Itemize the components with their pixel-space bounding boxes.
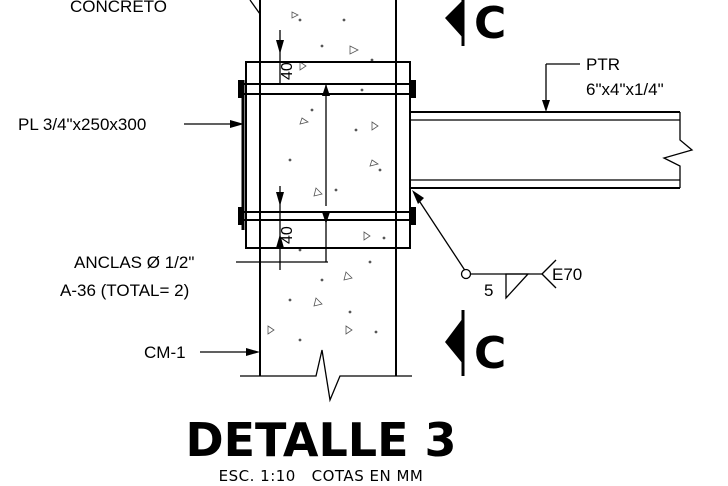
dimension-bottom: 40 <box>276 186 330 270</box>
label-ptr-1: PTR <box>586 55 620 74</box>
leader-ptr <box>542 63 580 112</box>
label-concreto: CONCRETO <box>70 0 167 16</box>
label-weld-size: 5 <box>484 281 493 300</box>
section-mark-top-letter: C <box>474 0 506 49</box>
ptr-beam <box>410 111 694 189</box>
base-plate <box>241 61 411 249</box>
leader-plate <box>184 120 244 128</box>
label-electrode: E70 <box>552 265 582 284</box>
section-mark-bottom: C <box>445 310 506 379</box>
leader-column <box>200 348 260 356</box>
section-mark-top: C <box>445 0 506 49</box>
label-ptr-2: 6"x4"x1/4" <box>586 80 664 99</box>
detail-title: DETALLE 3 <box>185 413 456 467</box>
label-anchors-2: A-36 (TOTAL= 2) <box>60 281 189 300</box>
label-plate: PL 3/4"x250x300 <box>18 115 146 134</box>
dimension-bottom-value: 40 <box>279 226 296 244</box>
label-column: CM-1 <box>144 343 186 362</box>
label-anchors-1: ANCLAS Ø 1/2" <box>74 253 194 272</box>
concrete-hatch <box>267 11 386 342</box>
dimension-top-value: 40 <box>279 62 296 80</box>
section-mark-bottom-letter: C <box>474 328 506 379</box>
detail-subtitle: ESC. 1:10 COTAS EN MM <box>219 467 424 485</box>
dimension-top: 40 <box>276 30 330 206</box>
leader-concreto <box>249 0 261 15</box>
weld-symbol <box>412 190 557 300</box>
